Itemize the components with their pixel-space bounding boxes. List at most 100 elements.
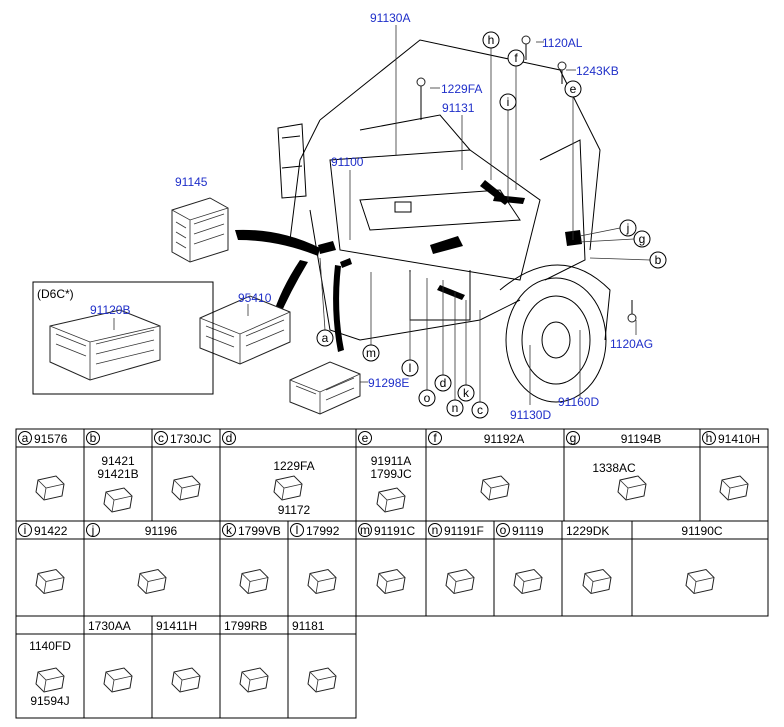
table-cell-row2-6: o 91119 [493, 520, 563, 617]
table-letter-circle [496, 523, 510, 537]
sub-part-number: 1140FD [29, 639, 71, 653]
svg-text:c: c [477, 403, 483, 417]
label-91130A: 91130A [370, 11, 410, 25]
table-cell-row2-3: l 17992 [287, 520, 357, 617]
table-letter: m [360, 523, 370, 537]
part-number: 91191C [374, 524, 415, 538]
svg-text:b: b [655, 253, 662, 267]
table-cell-row2-4: m 91191C [355, 520, 427, 617]
label-95410: 95410 [238, 291, 272, 305]
table-letter-circle [358, 431, 372, 445]
callout-o: o [418, 389, 436, 407]
table-cell-row3-1: 1730AA [83, 615, 153, 719]
table-letter: k [226, 523, 233, 537]
sub-part-number: 91421B [97, 467, 138, 481]
truck-callouts: h f i e j g b a m l o d n k c [316, 31, 667, 419]
table-letter: a [22, 431, 29, 445]
table-cell-row1-7: h 91410H [699, 428, 769, 522]
part-sketch [513, 568, 543, 595]
part-sketch [582, 568, 612, 595]
label-1229FA: 1229FA [441, 82, 482, 96]
part-sketch [35, 667, 65, 693]
table-letter: h [706, 431, 713, 445]
table-letter: e [362, 431, 369, 445]
svg-text:f: f [514, 51, 518, 65]
part-number: 91119 [512, 524, 544, 538]
table-letter-circle [358, 523, 372, 537]
sub-part-number: 1338AC [592, 461, 636, 475]
table-letter-circle [18, 523, 32, 537]
part-sketch [171, 475, 201, 501]
table-cell-row1-0: a 91576 [15, 428, 85, 522]
svg-text:h: h [488, 33, 495, 47]
part-number: 91576 [34, 432, 68, 446]
table-cell-row2-1: j 91196 [83, 520, 221, 617]
table-letter-circle [154, 431, 168, 445]
part-number: 91196 [145, 524, 178, 538]
part-sketch [719, 475, 749, 501]
part-number: 1799VB [238, 524, 281, 538]
table-letter-circle [86, 523, 100, 537]
svg-text:k: k [463, 386, 470, 400]
part-number: 1730AA [88, 619, 131, 633]
callout-h: h [482, 31, 500, 49]
part-sketch [376, 487, 406, 513]
table-letter: l [296, 523, 299, 537]
part-number: 91194B [621, 432, 661, 446]
callout-d: d [434, 374, 452, 392]
callout-i: i [499, 93, 517, 111]
part-number: 1229DK [566, 524, 609, 538]
part-sketch [35, 568, 65, 595]
callout-k: k [457, 384, 475, 402]
sub-part-number: 1229FA [273, 459, 314, 473]
part-number: 1730JC [170, 432, 212, 446]
table-cell-row3-0: 1140FD 91594J [15, 615, 85, 719]
label-91120B: 91120B [90, 303, 130, 317]
part-sketch [103, 667, 133, 693]
table-cell-row2-8: 91190C [631, 520, 769, 617]
table-letter-circle [222, 523, 236, 537]
svg-text:j: j [626, 221, 630, 235]
label-1120AG: 1120AG [610, 337, 653, 351]
part-sketch [239, 568, 269, 595]
table-letter: o [500, 523, 507, 537]
callout-j: j [619, 219, 637, 237]
part-sketch [171, 667, 201, 693]
svg-text:n: n [452, 401, 459, 415]
truck-cab-illustration: 91130A 1120AL 1243KB 1229FA 91131 91100 … [32, 11, 653, 422]
part-sketch [480, 475, 510, 501]
label-91130D: 91130D [510, 408, 551, 422]
part-number: 91410H [718, 432, 760, 446]
part-sketch [137, 568, 167, 595]
label-1243KB: 1243KB [576, 64, 619, 78]
table-letter: j [91, 523, 95, 537]
table-letter: n [432, 523, 439, 537]
part-number: 91422 [34, 524, 68, 538]
part-sketch [685, 568, 715, 595]
table-cell-row3-4: 91181 [287, 615, 357, 719]
part-sketch [35, 475, 65, 501]
sub-part-number: 91172 [278, 503, 311, 517]
table-cell-row3-3: 1799RB [219, 615, 289, 719]
callout-f: f [507, 49, 525, 67]
callout-e: e [564, 80, 582, 98]
label-d6c: (D6C*) [37, 287, 74, 301]
part-sketch [617, 475, 647, 501]
sub-part-number: 91911A [371, 454, 411, 468]
part-number: 17992 [306, 524, 340, 538]
svg-text:i: i [507, 95, 510, 109]
label-91298E: 91298E [368, 376, 409, 390]
svg-text:g: g [639, 232, 646, 246]
part-number: 1799RB [224, 619, 267, 633]
table-cell-row2-7: 1229DK [561, 520, 633, 617]
sub-part-number: 1799JC [370, 467, 412, 481]
svg-text:e: e [570, 82, 577, 96]
table-letter: i [24, 523, 27, 537]
callout-b: b [649, 251, 667, 269]
table-letter-circle [566, 431, 580, 445]
sub-part-number: 91594J [30, 694, 69, 708]
